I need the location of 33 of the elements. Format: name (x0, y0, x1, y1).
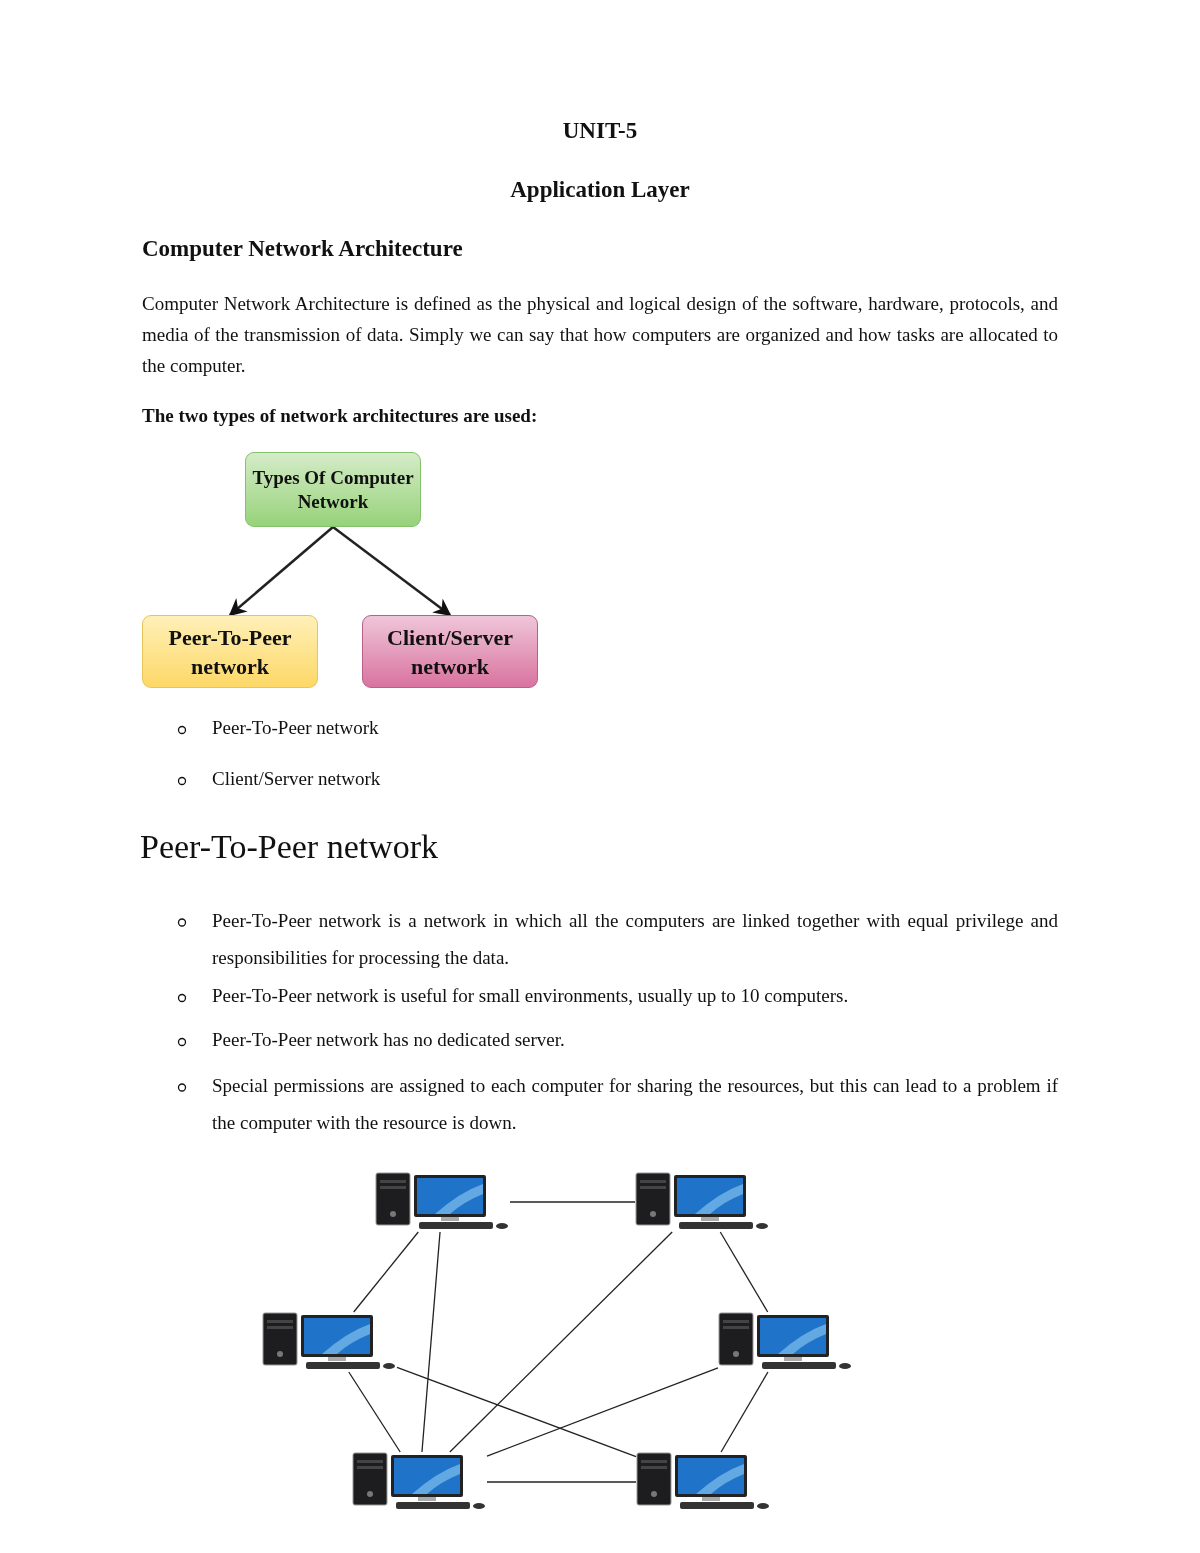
section-heading: Peer-To-Peer network (140, 827, 439, 867)
category-box: Types Of Computer Network (245, 452, 421, 527)
intro-sentence: The two types of network architectures are used: (142, 404, 538, 428)
network-link (421, 1231, 441, 1453)
list-item: Peer-To-Peer network is a network in which all the computers are linked together with equal privilege and responsibilities for processing the data. (212, 909, 1058, 970)
list-item: Peer-To-Peer network (212, 716, 379, 740)
list-item: Peer-To-Peer network is useful for small environments, usually up to 10 computers. (212, 984, 849, 1008)
computer-drawing (352, 1452, 487, 1512)
list-item: Special permissions are assigned to each computer for sharing the resources, but this can lead to a problem if the computer with the resource is down. (212, 1074, 1058, 1135)
network-link (449, 1231, 673, 1453)
computer-drawing (375, 1172, 510, 1232)
network-link (396, 1366, 637, 1458)
network-link (486, 1481, 637, 1483)
page-title: UNIT-5 (561, 117, 639, 145)
arrow (228, 526, 334, 617)
computer-drawing (636, 1452, 771, 1512)
category-box: Peer-To-Peer network (142, 615, 318, 688)
section-heading: Application Layer (509, 176, 691, 204)
list-item: Client/Server network (212, 767, 381, 791)
computer-drawing (718, 1312, 853, 1372)
computer-drawing (635, 1172, 770, 1232)
category-box: Client/Server network (362, 615, 538, 688)
network-link (719, 1231, 769, 1313)
paragraph: Computer Network Architecture is defined as the physical and logical design of the software, hardware, protocols, and media of the transmission of data. Simply we can say that how computers are organized and how tasks are allocated to the computer. (142, 292, 1058, 378)
list-item: Peer-To-Peer network has no dedicated server. (212, 1028, 565, 1052)
network-link (720, 1371, 769, 1453)
network-link (353, 1231, 419, 1313)
network-link (486, 1367, 719, 1457)
arrow (332, 526, 452, 617)
network-link (348, 1371, 401, 1453)
computer-drawing (262, 1312, 397, 1372)
subsection-heading: Computer Network Architecture (142, 235, 463, 263)
network-link (509, 1201, 636, 1203)
